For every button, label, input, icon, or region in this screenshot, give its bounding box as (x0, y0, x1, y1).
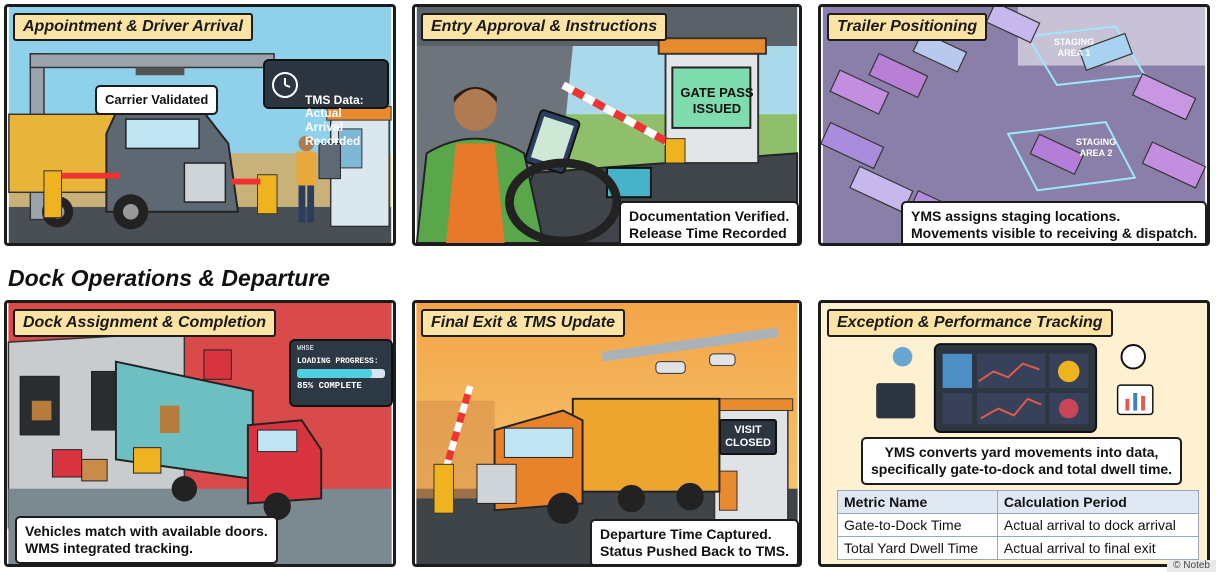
visit-closed-sign: VISIT CLOSED (719, 419, 777, 456)
vehicles-match-caption: Vehicles match with available doors. WMS… (15, 516, 278, 564)
caption-line-1: Vehicles match with available doors. (25, 523, 268, 539)
yard-overview-scene (821, 7, 1207, 243)
tms-arrival-callout: TMS Data: Actual Arrival Recorded (263, 59, 389, 148)
caption-line-1: Departure Time Captured. (600, 526, 772, 542)
table-header-row: Metric Name Calculation Period (837, 490, 1200, 514)
staging-area-1-label: STAGING AREA 1 (1053, 37, 1095, 58)
panel-entry-approval: Entry Approval & Instructions GATE PASS … (412, 4, 802, 246)
staging-area-2-label: STAGING AREA 2 (1075, 137, 1117, 158)
metric-name-cell: Gate-to-Dock Time (837, 513, 998, 537)
panel-exception-tracking: Exception & Performance Tracking YMS con… (818, 300, 1210, 567)
panel-title: Exception & Performance Tracking (827, 309, 1113, 337)
caption-line-1: Documentation Verified. (629, 208, 790, 224)
departure-caption: Departure Time Captured. Status Pushed B… (590, 519, 799, 564)
panel-dock-assignment: Dock Assignment & Completion WHSE LOADIN… (4, 300, 396, 567)
metric-name-cell: Total Yard Dwell Time (837, 536, 998, 560)
panel-appointment-arrival: Appointment & Driver Arrival Carrier Val… (4, 4, 396, 246)
loading-progress-fill (297, 369, 372, 378)
tms-arrival-text: TMS Data: Actual Arrival Recorded (305, 92, 364, 148)
loading-progress-display: WHSE LOADING PROGRESS: 85% COMPLETE (289, 339, 393, 407)
column-header: Calculation Period (996, 490, 1200, 514)
loading-progress-label: LOADING PROGRESS: (297, 357, 379, 366)
panel-title: Trailer Positioning (827, 13, 988, 41)
loading-header: WHSE (297, 345, 314, 353)
panel-trailer-positioning: Trailer Positioning STAGING AREA 1 STAGI… (818, 4, 1210, 246)
table-row: Total Yard Dwell Time Actual arrival to … (837, 536, 1200, 560)
caption-line-2: Status Pushed Back to TMS. (600, 542, 790, 559)
caption-line-2: specifically gate-to-dock and total dwel… (871, 460, 1173, 477)
clock-icon (272, 72, 298, 98)
loading-progress-bar (297, 369, 385, 378)
caption-line-2: Movements visible to receiving & dispatc… (911, 224, 1198, 241)
caption-line-2: WMS integrated tracking. (25, 539, 194, 556)
panel-final-exit: Final Exit & TMS Update VISIT CLOSED Dep… (412, 300, 802, 567)
metrics-table: Metric Name Calculation Period Gate-to-D… (837, 490, 1200, 560)
documentation-caption: Documentation Verified. Release Time Rec… (619, 201, 799, 243)
section-title: Dock Operations & Departure (8, 265, 331, 291)
calculation-period-cell: Actual arrival to dock arrival (996, 513, 1200, 537)
caption-line-1: YMS converts yard movements into data, (884, 444, 1159, 460)
panel-title: Dock Assignment & Completion (13, 309, 276, 337)
yms-staging-caption: YMS assigns staging locations. Movements… (901, 201, 1207, 243)
gate-pass-sign: GATE PASS ISSUED (680, 85, 754, 116)
calculation-period-cell: Actual arrival to final exit (996, 536, 1200, 560)
gate-arrival-scene (8, 7, 392, 243)
column-header: Metric Name (837, 490, 998, 514)
panel-title: Appointment & Driver Arrival (13, 13, 253, 41)
panel-title: Entry Approval & Instructions (421, 13, 668, 41)
caption-line-2: Release Time Recorded (629, 224, 787, 241)
loading-progress-percent: 85% COMPLETE (297, 381, 362, 391)
yms-data-caption: YMS converts yard movements into data, s… (861, 437, 1183, 485)
caption-line-1: YMS assigns staging locations. (911, 208, 1121, 224)
table-row: Gate-to-Dock Time Actual arrival to dock… (837, 513, 1200, 537)
watermark-badge: © Noteb (1167, 560, 1216, 572)
panel-title: Final Exit & TMS Update (421, 309, 626, 337)
carrier-validated-label: Carrier Validated (95, 85, 219, 115)
